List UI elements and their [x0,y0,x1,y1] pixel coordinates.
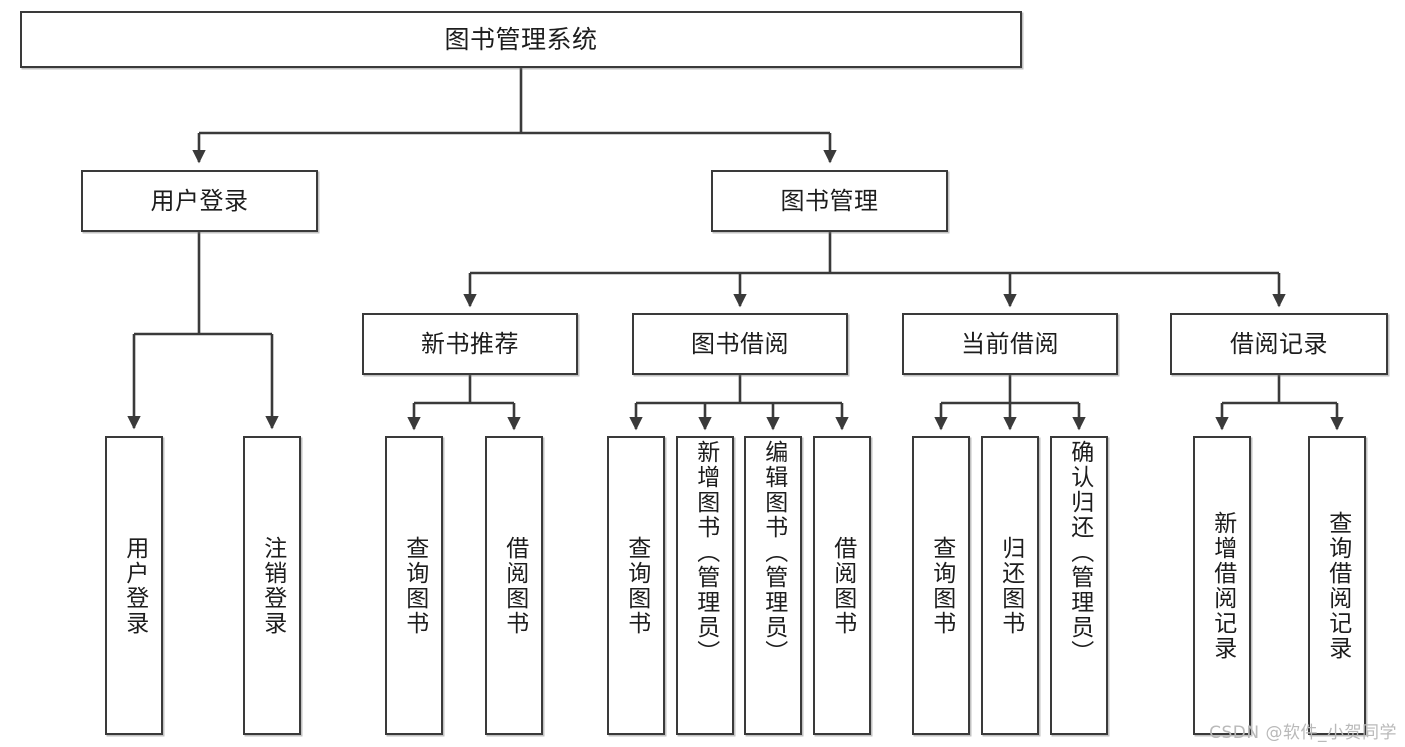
node-label: 编辑图书（管理员） [760,440,787,665]
leaf-book-borrow-query[interactable]: 查询图书 [607,436,665,735]
node-label: 注销登录 [259,535,286,636]
node-root-system[interactable]: 图书管理系统 [20,11,1022,68]
leaf-book-borrow-edit[interactable]: 编辑图书（管理员） [744,436,802,735]
node-label: 查询图书 [623,535,650,636]
node-label: 新增借阅记录 [1209,510,1236,661]
leaf-new-book-query[interactable]: 查询图书 [385,436,443,735]
node-book-management[interactable]: 图书管理 [711,170,948,232]
node-book-borrow[interactable]: 图书借阅 [632,313,848,375]
csdn-watermark: CSDN @软件_小贺同学 [1209,723,1397,743]
leaf-current-borrow-query[interactable]: 查询图书 [912,436,970,735]
node-new-book-recommend[interactable]: 新书推荐 [362,313,578,375]
leaf-book-borrow-add[interactable]: 新增图书（管理员） [676,436,734,735]
leaf-user-login-logout[interactable]: 注销登录 [243,436,301,735]
node-borrow-record[interactable]: 借阅记录 [1170,313,1388,375]
node-current-borrow[interactable]: 当前借阅 [902,313,1118,375]
leaf-current-borrow-return[interactable]: 归还图书 [981,436,1039,735]
node-label: 查询图书 [401,535,428,636]
node-label: 确认归还（管理员） [1066,440,1093,665]
leaf-current-borrow-confirm[interactable]: 确认归还（管理员） [1050,436,1108,735]
leaf-book-borrow-borrow[interactable]: 借阅图书 [813,436,871,735]
leaf-borrow-record-add[interactable]: 新增借阅记录 [1193,436,1251,735]
node-label: 图书管理 [780,186,879,215]
node-label: 借阅图书 [501,535,528,636]
node-user-login[interactable]: 用户登录 [81,170,318,232]
node-label: 图书借阅 [691,329,789,358]
node-label: 查询借阅记录 [1324,510,1351,661]
node-label: 当前借阅 [961,329,1059,358]
node-label: 图书管理系统 [444,24,598,54]
node-label: 用户登录 [150,186,249,215]
node-label: 新增图书（管理员） [692,440,719,665]
node-label: 借阅记录 [1230,329,1328,358]
leaf-user-login-login[interactable]: 用户登录 [105,436,163,735]
node-label: 归还图书 [997,535,1024,636]
leaf-new-book-borrow[interactable]: 借阅图书 [485,436,543,735]
node-label: 新书推荐 [421,329,519,358]
node-label: 借阅图书 [829,535,856,636]
leaf-borrow-record-query[interactable]: 查询借阅记录 [1308,436,1366,735]
node-label: 用户登录 [121,535,148,636]
node-label: 查询图书 [928,535,955,636]
